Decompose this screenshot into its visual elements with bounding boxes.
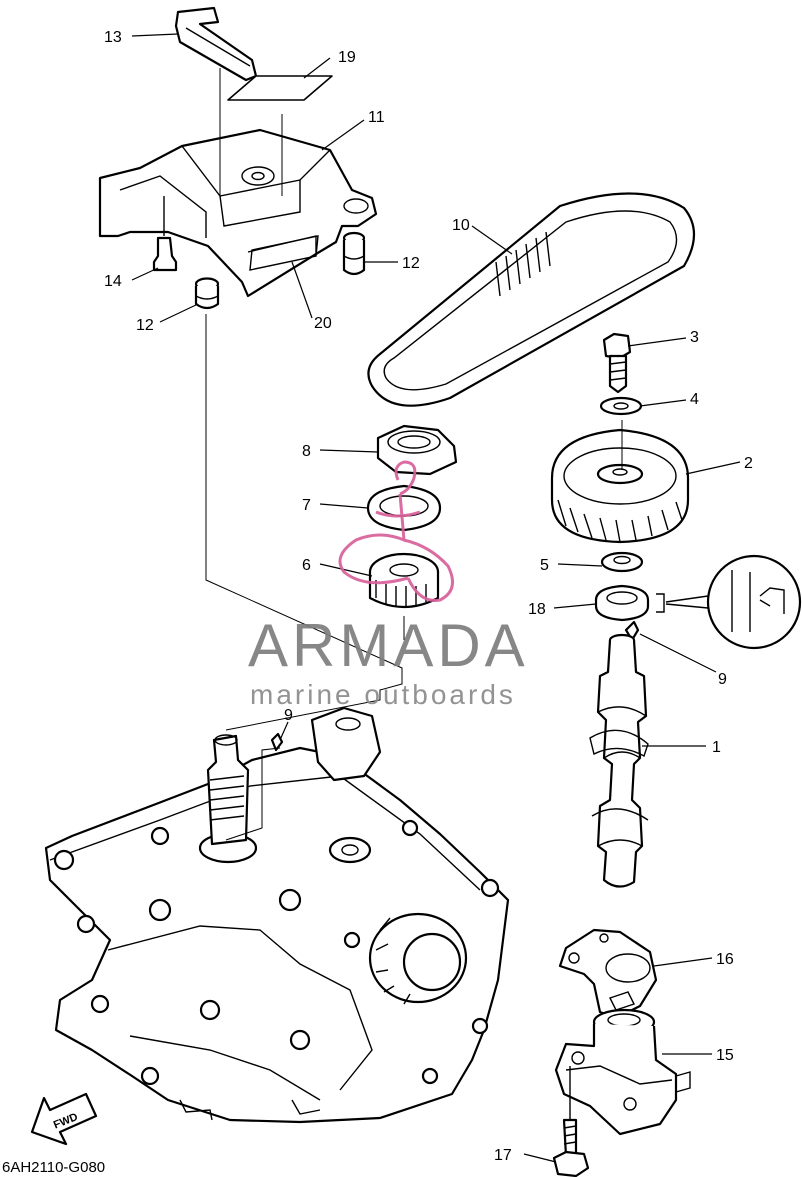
part-11-belt-cover[interactable] <box>98 128 378 298</box>
part-20-label[interactable] <box>249 235 319 271</box>
diagram-code: 6AH2110-G080 <box>2 1159 105 1176</box>
callout-19: 19 <box>338 49 356 66</box>
part-3-bolt[interactable] <box>602 332 632 394</box>
leader-lines <box>131 33 741 1163</box>
callout-12-left: 12 <box>136 317 154 334</box>
watermark-brand: ARMADA <box>248 612 529 679</box>
callout-8: 8 <box>302 443 311 460</box>
part-8-nut[interactable] <box>376 424 458 476</box>
callout-17: 17 <box>494 1147 512 1164</box>
armada-logo-icon <box>338 460 454 603</box>
part-13-cover-hook[interactable] <box>174 6 258 82</box>
part-4-washer[interactable] <box>599 396 643 416</box>
part-2-camshaft-pulley[interactable] <box>550 428 690 544</box>
callout-9-left: 9 <box>284 707 293 724</box>
part-19-label[interactable] <box>227 75 333 101</box>
callout-4: 4 <box>690 391 699 408</box>
callout-12-right: 12 <box>402 255 420 272</box>
part-18-oil-seal[interactable] <box>594 584 650 622</box>
callout-3: 3 <box>690 329 699 346</box>
part-10-timing-belt[interactable] <box>367 192 695 407</box>
callout-1: 1 <box>712 739 721 756</box>
callout-10: 10 <box>452 217 470 234</box>
part-12-grommet-right[interactable] <box>342 231 366 276</box>
callout-14: 14 <box>104 273 122 290</box>
part-16-gasket[interactable] <box>558 928 658 1020</box>
part-17-screw[interactable] <box>552 1066 590 1177</box>
part-15-fuel-pump[interactable] <box>554 1008 691 1136</box>
part-1-camshaft[interactable] <box>589 633 649 888</box>
callout-5: 5 <box>540 557 549 574</box>
part-14-screw[interactable] <box>152 196 178 272</box>
part-5-washer[interactable] <box>600 551 644 573</box>
callout-16: 16 <box>716 951 734 968</box>
pin-detail-inset <box>656 554 802 650</box>
callout-7: 7 <box>302 497 311 514</box>
callout-20: 20 <box>314 315 332 332</box>
belt-teeth <box>495 231 551 297</box>
alignment-lines <box>205 68 623 841</box>
callout-11: 11 <box>368 109 385 126</box>
callout-15: 15 <box>716 1047 734 1064</box>
engine-block <box>44 706 510 1124</box>
armada-watermark: ARMADA marine outboards <box>248 460 529 710</box>
callout-6: 6 <box>302 557 311 574</box>
callout-labels: 13 19 11 10 12 14 12 20 3 4 2 8 7 6 5 18… <box>104 29 753 1164</box>
callout-13: 13 <box>104 29 122 46</box>
callout-2: 2 <box>744 455 753 472</box>
part-12-grommet-left[interactable] <box>194 277 220 310</box>
callout-18: 18 <box>528 601 546 618</box>
fwd-direction-arrow: FWD <box>30 1092 98 1146</box>
watermark-tagline: marine outboards <box>250 679 516 710</box>
part-9-pin-lower[interactable] <box>270 732 284 752</box>
callout-9-right: 9 <box>718 671 727 688</box>
